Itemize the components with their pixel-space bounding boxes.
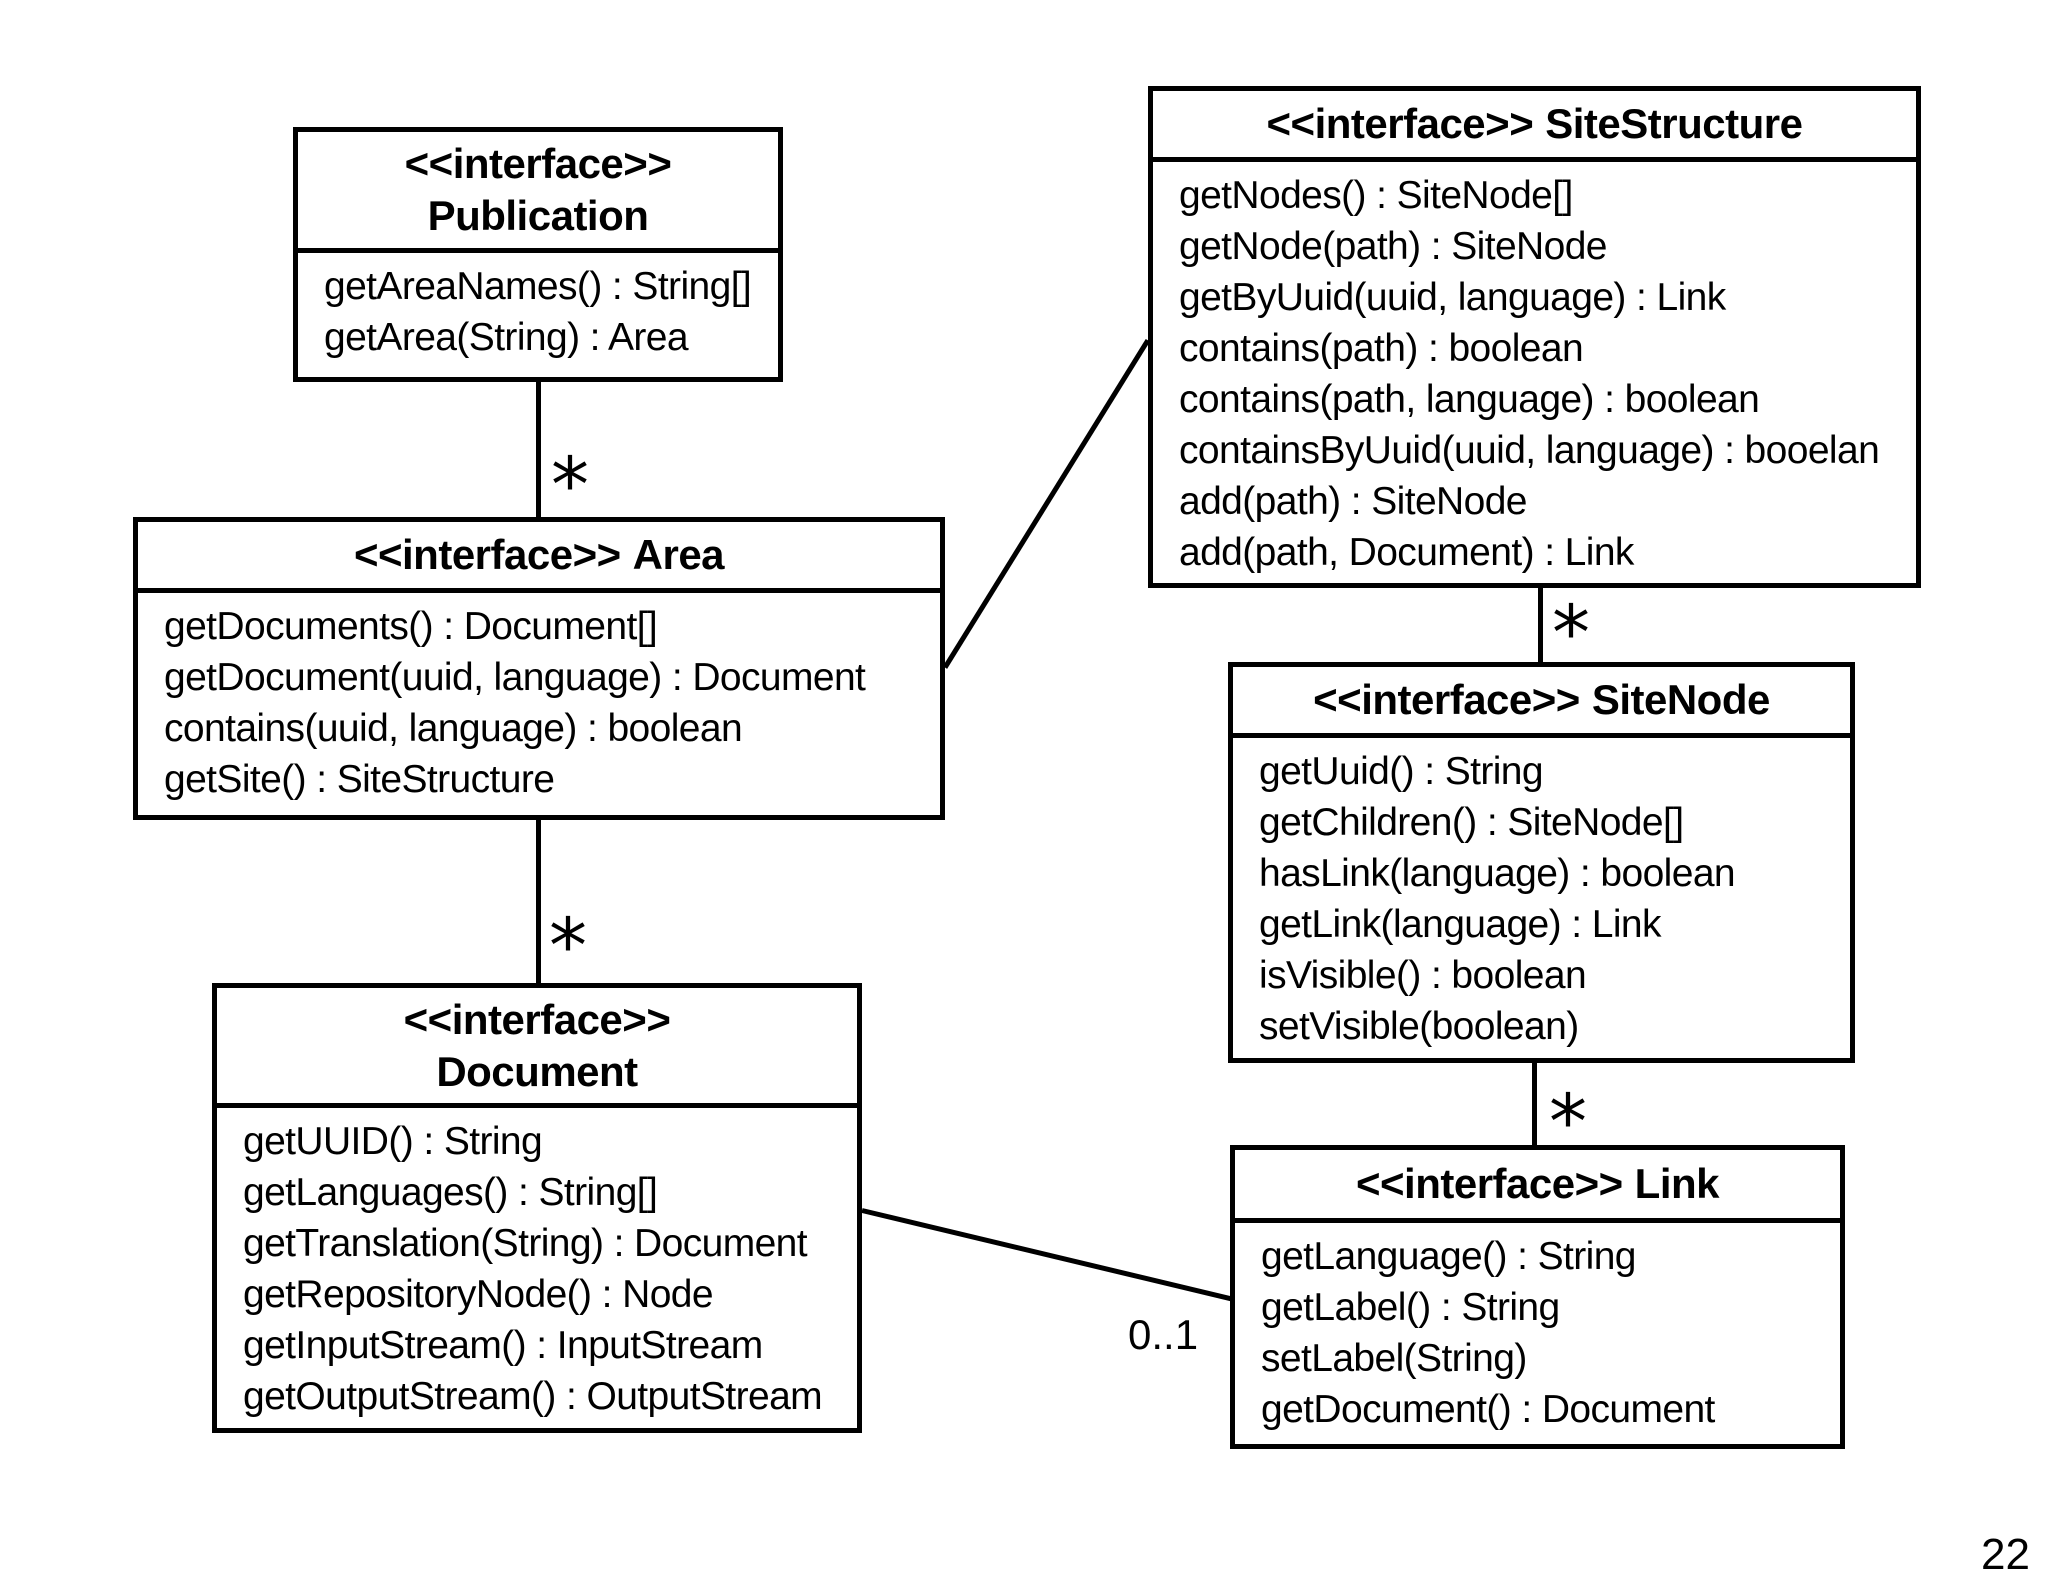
class-name: Document	[436, 1047, 638, 1095]
method: setLabel(String)	[1261, 1337, 1527, 1380]
multiplicity-label: 0..1	[1128, 1311, 1199, 1358]
method: getNodes() : SiteNode[]	[1179, 174, 1573, 217]
connector-sitenode-link	[1532, 1063, 1537, 1145]
method: containsByUuid(uuid, language) : booelan	[1179, 429, 1880, 472]
method-list: getLanguage() : String getLabel() : Strin…	[1235, 1223, 1840, 1444]
method-list: getAreaNames() : String[] getArea(String)…	[298, 253, 778, 377]
stereotype: <<interface>>	[1355, 1160, 1623, 1207]
class-title: <<interface>> Link	[1235, 1150, 1840, 1223]
method: getAreaNames() : String[]	[324, 265, 752, 308]
method: getUuid() : String	[1259, 750, 1544, 793]
method-list: getUUID() : String getLanguages() : Strin…	[217, 1108, 857, 1428]
method: add(path) : SiteNode	[1179, 480, 1528, 523]
method: getDocuments() : Document[]	[164, 605, 658, 648]
class-name: Area	[632, 531, 725, 578]
method-list: getUuid() : String getChildren() : SiteNo…	[1233, 738, 1850, 1058]
class-name: Publication	[427, 192, 649, 239]
method-list: getNodes() : SiteNode[] getNode(path) : S…	[1153, 162, 1916, 583]
stereotype: <<interface>>	[403, 995, 671, 1043]
stereotype: <<interface>>	[404, 140, 672, 187]
connector-publication-area	[536, 382, 541, 517]
class-area: <<interface>> Area getDocuments() : Docu…	[133, 517, 945, 820]
stereotype: <<interface>>	[1313, 676, 1580, 723]
connector-area-document	[536, 820, 541, 983]
method: add(path, Document) : Link	[1179, 531, 1634, 574]
method: setVisible(boolean)	[1259, 1005, 1579, 1048]
method: getUUID() : String	[243, 1120, 543, 1163]
method: isVisible() : boolean	[1259, 954, 1587, 997]
connector-area-sitestructure	[942, 338, 1151, 669]
multiplicity-label: *	[1552, 588, 1590, 677]
class-title: <<interface>> SiteStructure	[1153, 91, 1916, 162]
method: contains(path, language) : boolean	[1179, 378, 1760, 421]
class-publication: <<interface>> Publication getAreaNames()…	[293, 127, 783, 382]
method: getDocument() : Document	[1261, 1388, 1715, 1431]
method: getOutputStream() : OutputStream	[243, 1375, 823, 1418]
stereotype: <<interface>>	[353, 531, 621, 578]
method: getTranslation(String) : Document	[243, 1222, 808, 1265]
method: hasLink(language) : boolean	[1259, 852, 1736, 895]
method: getLanguage() : String	[1261, 1235, 1637, 1278]
class-sitenode: <<interface>> SiteNode getUuid() : Strin…	[1228, 662, 1855, 1063]
class-title: <<interface>> Document	[217, 988, 857, 1108]
method: getDocument(uuid, language) : Document	[164, 656, 866, 699]
method: getLink(language) : Link	[1259, 903, 1661, 946]
method: getSite() : SiteStructure	[164, 758, 555, 801]
class-name: Link	[1634, 1160, 1720, 1207]
class-title: <<interface>> Publication	[298, 132, 778, 253]
method: getLabel() : String	[1261, 1286, 1560, 1329]
method-list: getDocuments() : Document[] getDocument(u…	[138, 593, 940, 815]
class-name: SiteNode	[1591, 676, 1771, 723]
class-link: <<interface>> Link getLanguage() : Strin…	[1230, 1145, 1845, 1449]
connector-sitestructure-sitenode	[1538, 588, 1543, 662]
method: getLanguages() : String[]	[243, 1171, 658, 1214]
connector-document-link	[861, 1208, 1232, 1302]
method: getChildren() : SiteNode[]	[1259, 801, 1684, 844]
multiplicity-label: *	[549, 901, 587, 990]
method: getRepositoryNode() : Node	[243, 1273, 714, 1316]
class-title: <<interface>> SiteNode	[1233, 667, 1850, 738]
stereotype: <<interface>>	[1266, 100, 1534, 147]
class-name: SiteStructure	[1545, 100, 1803, 147]
method: contains(uuid, language) : boolean	[164, 707, 743, 750]
method: getByUuid(uuid, language) : Link	[1179, 276, 1726, 319]
method: getNode(path) : SiteNode	[1179, 225, 1607, 268]
method: contains(path) : boolean	[1179, 327, 1584, 370]
class-document: <<interface>> Document getUUID() : Strin…	[212, 983, 862, 1433]
multiplicity-label: *	[551, 440, 589, 529]
method: getArea(String) : Area	[324, 316, 689, 359]
page-number: 22	[1981, 1530, 2030, 1579]
class-sitestructure: <<interface>> SiteStructure getNodes() :…	[1148, 86, 1921, 588]
method: getInputStream() : InputStream	[243, 1324, 763, 1367]
class-title: <<interface>> Area	[138, 522, 940, 593]
